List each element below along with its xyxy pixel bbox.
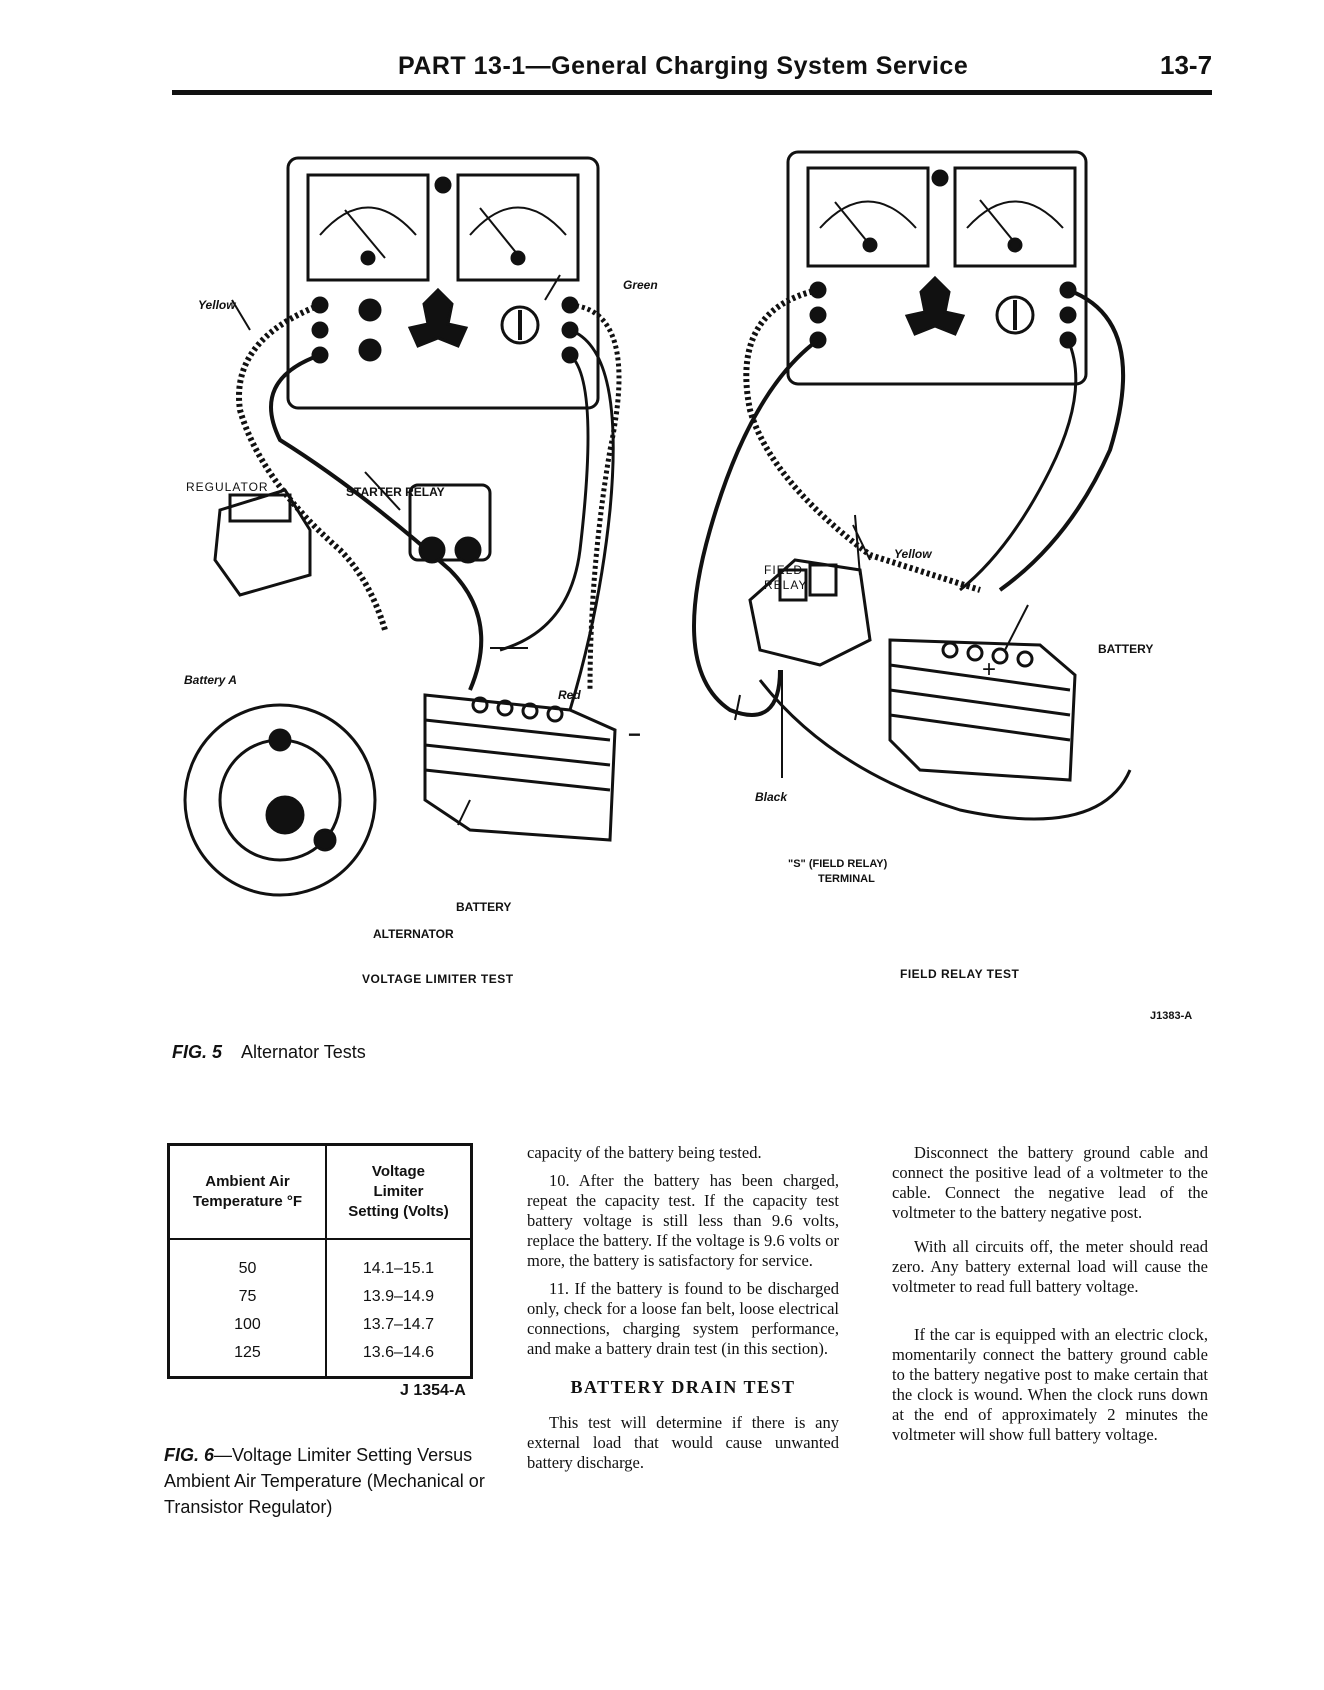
label-battery-a: Battery A — [184, 673, 237, 687]
figure5-caption-num: FIG. 5 — [172, 1042, 223, 1062]
page-header-title: PART 13-1—General Charging System Servic… — [398, 52, 969, 80]
figure5-code: J1383-A — [1150, 1010, 1193, 1022]
table-code: J 1354-A — [400, 1382, 466, 1399]
figure6-caption-text: —Voltage Limiter Setting Versus Ambient … — [164, 1445, 485, 1517]
label-battery-left: BATTERY — [456, 900, 512, 914]
section-heading: BATTERY DRAIN TEST — [570, 1377, 796, 1397]
paragraph: 11. If the battery is found to be discha… — [527, 1279, 839, 1358]
paragraph: With all circuits off, the meter should … — [892, 1237, 1208, 1296]
table-cell-temp: 100 — [168, 1311, 327, 1339]
text-column-right: Disconnect the battery ground cable and … — [892, 1143, 1208, 1453]
alternator-unit — [183, 703, 377, 897]
table-row: 75 13.9–14.9 — [168, 1283, 472, 1311]
table-row: 125 13.6–14.6 — [168, 1339, 472, 1378]
figure5-caption: FIG. 5 Alternator Tests — [172, 1042, 366, 1063]
label-regulator: REGULATOR — [186, 480, 269, 494]
label-starter-relay: STARTER RELAY — [346, 485, 445, 499]
table-cell-temp: 75 — [168, 1283, 327, 1311]
header-rule — [172, 90, 1212, 95]
voltmeter-right — [806, 166, 930, 268]
label-yellow-left: Yellow — [198, 298, 236, 312]
label-yellow-right: Yellow — [894, 547, 932, 561]
paragraph: This test will determine if there is any… — [527, 1413, 839, 1472]
label-relay: RELAY — [764, 578, 808, 592]
table-cell-volts: 13.7–14.7 — [362, 1316, 435, 1333]
starter-relay-unit — [408, 483, 492, 562]
field-relay-unit — [748, 558, 872, 667]
voltage-limiter-table: Ambient Air Temperature °F Voltage Limit… — [167, 1143, 473, 1379]
table-cell-volts: 14.1–15.1 — [362, 1260, 435, 1277]
paragraph: 10. After the battery has been charged, … — [527, 1171, 839, 1270]
table-cell-temp: 125 — [168, 1339, 327, 1378]
caption-field-relay-test: FIELD RELAY TEST — [900, 967, 1020, 981]
ammeter-left — [456, 173, 580, 282]
table-cell-volts: 13.9–14.9 — [362, 1288, 435, 1305]
page-number: 13-7 — [1160, 50, 1213, 80]
paragraph: capacity of the battery being tested. — [527, 1143, 762, 1162]
figure6-caption: FIG. 6—Voltage Limiter Setting Versus Am… — [164, 1442, 504, 1520]
label-battery-right: BATTERY — [1098, 642, 1154, 656]
table-cell-volts: 13.6–14.6 — [362, 1344, 435, 1361]
label-terminal: TERMINAL — [818, 873, 875, 885]
alternator-tests-illustration — [183, 150, 1132, 897]
figure6-caption-num: FIG. 6 — [164, 1445, 215, 1465]
label-red: Red — [558, 688, 581, 702]
paragraph: If the car is equipped with an electric … — [892, 1325, 1208, 1444]
text-column-middle: capacity of the battery being tested. 10… — [527, 1143, 839, 1481]
label-s-terminal: "S" (FIELD RELAY) — [788, 858, 888, 870]
battery-left — [423, 693, 617, 842]
battery-right — [888, 638, 1077, 782]
table-row: 100 13.7–14.7 — [168, 1311, 472, 1339]
table-header-temperature: Ambient Air Temperature °F — [168, 1144, 327, 1240]
table-cell-temp: 50 — [168, 1239, 327, 1283]
label-alternator: ALTERNATOR — [373, 927, 454, 941]
tester-panel-right — [786, 150, 1088, 386]
label-plus: + — [982, 656, 997, 683]
label-black: Black — [755, 790, 788, 804]
figure5-caption-text: Alternator Tests — [241, 1042, 366, 1062]
voltmeter-left — [306, 173, 430, 282]
label-field: FIELD — [764, 563, 804, 577]
label-minus: − — [628, 722, 641, 747]
tester-panel-left — [286, 156, 600, 410]
caption-voltage-limiter-test: VOLTAGE LIMITER TEST — [362, 972, 514, 986]
label-green: Green — [623, 278, 658, 292]
paragraph: Disconnect the battery ground cable and … — [892, 1143, 1208, 1222]
ammeter-right — [953, 166, 1077, 268]
regulator-unit — [213, 488, 312, 597]
table-row: 50 14.1–15.1 — [168, 1239, 472, 1283]
table-header-voltage: Voltage Limiter Setting (Volts) — [325, 1144, 472, 1240]
